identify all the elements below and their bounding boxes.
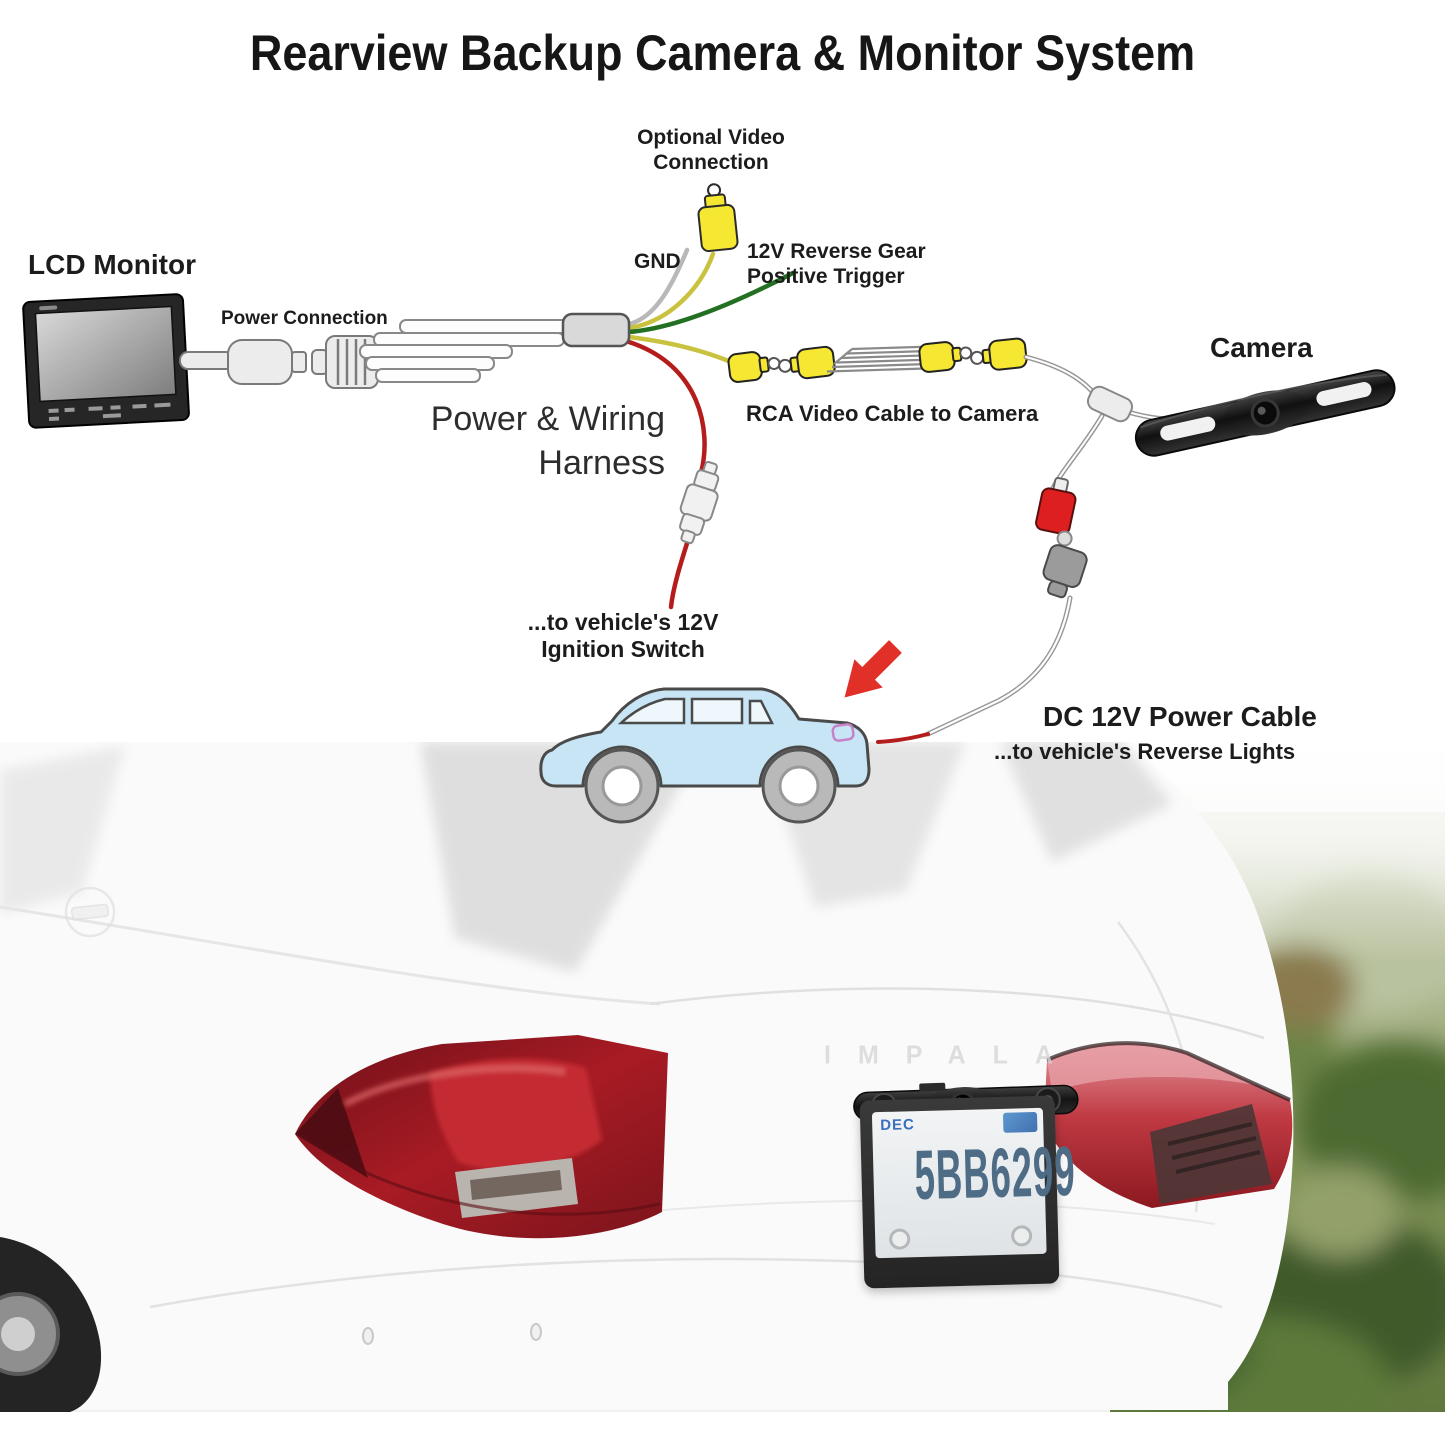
reverse-trigger-wire: [626, 270, 796, 335]
page-title: Rearview Backup Camera & Monitor System: [249, 25, 1196, 81]
reverse-light-wire: [876, 732, 930, 744]
plate-screw-hole: [888, 1228, 911, 1250]
label-reverse-lights: ...to vehicle's Reverse Lights: [994, 739, 1296, 764]
rca-connector-yellow: [778, 345, 836, 380]
camera-cable: [1025, 356, 1097, 397]
inline-fuse: [678, 460, 720, 545]
license-plate: DEC 5BB6299: [859, 1095, 1077, 1289]
dc-connector-gray: [1042, 530, 1088, 599]
lcd-monitor-illustration: [22, 293, 190, 429]
red-arrow: [844, 640, 902, 698]
chevy-emblem: [64, 886, 116, 938]
ignition-power-wire: [626, 339, 707, 476]
label-dc-power-cable: DC 12V Power Cable: [1043, 701, 1317, 732]
ignition-power-wire: [668, 531, 693, 610]
camera-cable: [1023, 354, 1099, 399]
wiring-diagram: [22, 183, 1396, 824]
car-photo: IMPALA DEC 5BB6299: [0, 742, 1445, 1445]
label-optional-video: Optional Video Connection: [637, 126, 785, 174]
label-rca-video-cable: RCA Video Cable to Camera: [746, 401, 1039, 426]
trunk-lettering: IMPALA: [824, 1040, 1080, 1070]
tail-light-right: [1044, 1041, 1293, 1208]
parking-sensor: [362, 1327, 374, 1345]
ground-strip: [0, 1412, 1445, 1445]
rca-video-wire: [626, 334, 734, 365]
plate-month-sticker: DEC: [880, 1116, 916, 1135]
tail-light-left: [295, 1035, 668, 1239]
plate-screw-hole: [1010, 1225, 1033, 1247]
label-camera: Camera: [1210, 332, 1313, 363]
license-plate-face: DEC 5BB6299: [871, 1107, 1077, 1259]
rca-connector-yellow: [918, 341, 973, 373]
car-photo-art: [0, 742, 1445, 1445]
plate-registration-sticker: [1002, 1111, 1038, 1133]
optional-video-rca-connector: [697, 183, 739, 253]
plate-number: 5BB6299: [913, 1131, 1077, 1215]
rear-tire: [0, 1237, 102, 1412]
label-ignition-switch: ...to vehicle's 12V Ignition Switch: [527, 609, 719, 663]
ground-wire: [626, 247, 690, 327]
rca-connector-yellow: [970, 337, 1028, 371]
vehicle-illustration: [539, 687, 871, 824]
label-lcd-monitor: LCD Monitor: [28, 249, 196, 280]
rca-connector-yellow: [727, 351, 781, 383]
cable-junction: [1086, 385, 1134, 423]
dc-power-cable: [926, 596, 1072, 736]
label-reverse-trigger: 12V Reverse Gear Positive Trigger: [747, 240, 926, 288]
label-power-wiring-harness: Power & Wiring Harness: [430, 400, 665, 483]
camera-illustration: [1134, 369, 1396, 457]
label-power-connection: Power Connection: [221, 308, 388, 329]
optional-video-wire: [626, 251, 716, 331]
dc-connector-red: [1035, 477, 1077, 535]
label-gnd: GND: [634, 250, 681, 273]
wiring-harness-box: [561, 312, 631, 348]
parking-sensor: [530, 1323, 542, 1341]
